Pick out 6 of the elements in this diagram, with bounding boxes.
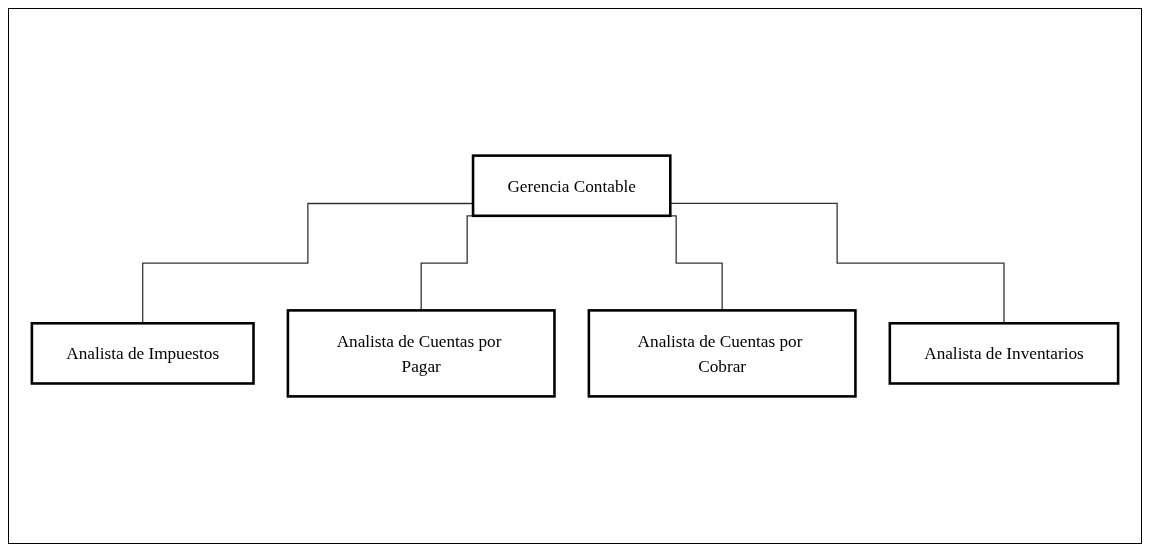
connector: [142, 202, 474, 324]
node-box: Analista de Cuentas por Cobrar: [587, 309, 857, 398]
node-box: Analista de Impuestos: [30, 322, 255, 385]
node-box: Analista de Cuentas por Pagar: [286, 309, 556, 398]
node-box: Analista de Inventarios: [888, 322, 1120, 385]
node-box: Gerencia Contable: [471, 154, 672, 218]
